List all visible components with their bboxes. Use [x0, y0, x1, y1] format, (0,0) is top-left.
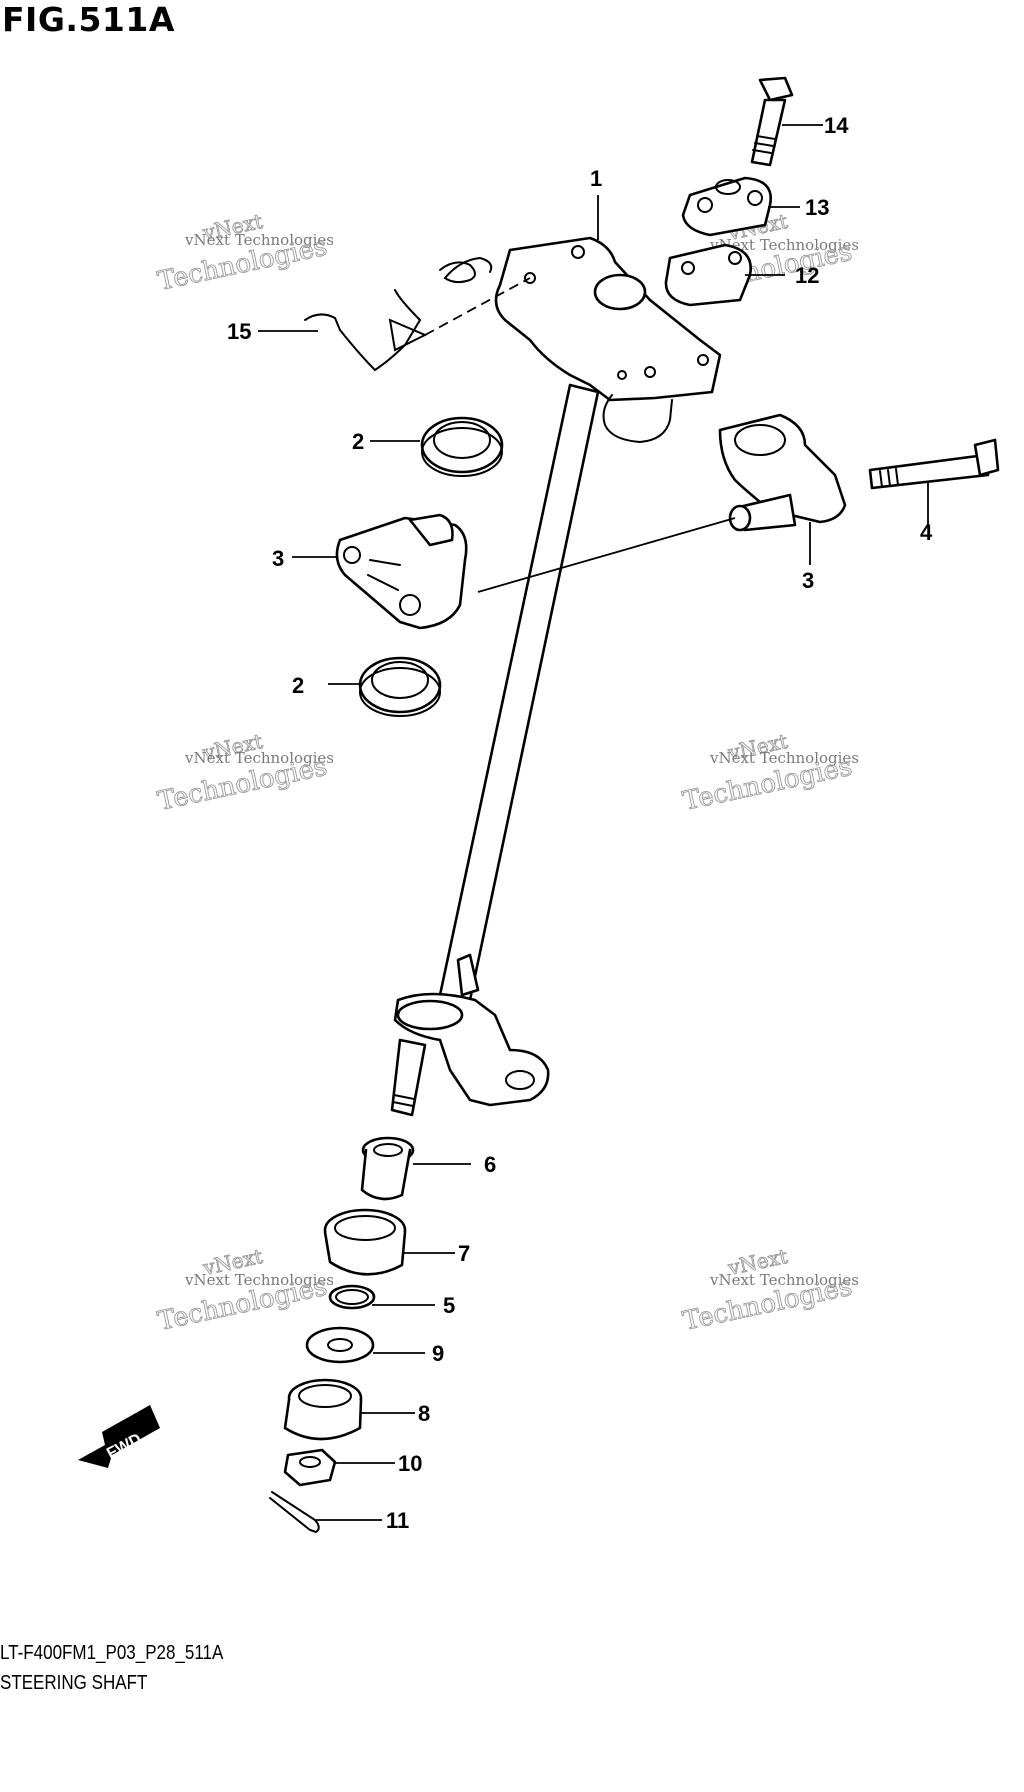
shaft-holder-left-3	[335, 513, 468, 630]
watermark-mid-left: vNext vNext Technologies Technologies	[155, 729, 334, 818]
callout-7: 7	[458, 1241, 470, 1266]
diagram-description: STEERING SHAFT	[0, 1672, 148, 1694]
figure-title: FIG.511A	[2, 0, 175, 39]
seal-7	[323, 1208, 407, 1276]
callout-15: 15	[227, 319, 251, 344]
bolt-14	[750, 76, 794, 167]
callout-5: 5	[443, 1293, 455, 1318]
bushing-lower-2	[358, 656, 442, 717]
o-ring-5	[328, 1284, 376, 1310]
callout-9: 9	[432, 1341, 444, 1366]
svg-text:vNext Technologies: vNext Technologies	[709, 1271, 859, 1289]
watermark-mid-right: vNext vNext Technologies Technologies	[680, 729, 859, 818]
callouts: 1 14 13 12 15 2 3 4 3 2 6 7 5 9 8 10 11	[227, 113, 933, 1533]
callout-2-upper: 2	[352, 429, 364, 454]
washer-9	[305, 1326, 375, 1364]
callout-13: 13	[805, 195, 829, 220]
svg-text:vNext Technologies: vNext Technologies	[184, 749, 334, 767]
svg-text:vNext Technologies: vNext Technologies	[709, 749, 859, 767]
leader-lines	[258, 124, 929, 1521]
callout-11: 11	[386, 1508, 409, 1533]
fwd-arrow-icon: FWD	[78, 1405, 160, 1468]
callout-10: 10	[398, 1451, 422, 1476]
cotter-pin-11	[269, 1491, 320, 1534]
callout-12: 12	[795, 263, 819, 288]
callout-3-right: 3	[802, 568, 814, 593]
bushing-upper-2	[420, 416, 504, 477]
holder-lower-12	[664, 243, 752, 307]
watermark-top-left: vNext vNext Technologies Technologies	[155, 209, 334, 298]
holder-upper-13	[681, 176, 772, 237]
callout-3-left: 3	[272, 546, 284, 571]
svg-text:vNext Technologies: vNext Technologies	[709, 236, 859, 254]
callout-4: 4	[920, 520, 933, 545]
steering-shaft	[390, 236, 722, 1117]
bolt-4	[868, 438, 1000, 490]
nut-10	[283, 1448, 337, 1487]
callout-1: 1	[590, 166, 602, 191]
clip-15	[304, 256, 531, 372]
part-code: LT-F400FM1_P03_P28_511A	[0, 1642, 224, 1664]
shaft-holder-right-3	[477, 413, 847, 593]
svg-text:vNext Technologies: vNext Technologies	[184, 1271, 334, 1289]
callout-14: 14	[824, 113, 849, 138]
callout-8: 8	[418, 1401, 430, 1426]
collar-6	[360, 1136, 415, 1201]
bearing-cup-8	[283, 1378, 363, 1441]
callout-2-lower: 2	[292, 673, 304, 698]
watermark-bottom-right: vNext vNext Technologies Technologies	[680, 1244, 859, 1338]
svg-text:vNext Technologies: vNext Technologies	[184, 231, 334, 249]
callout-6: 6	[484, 1152, 496, 1177]
watermark-bottom-left: vNext vNext Technologies Technologies	[155, 1244, 334, 1338]
